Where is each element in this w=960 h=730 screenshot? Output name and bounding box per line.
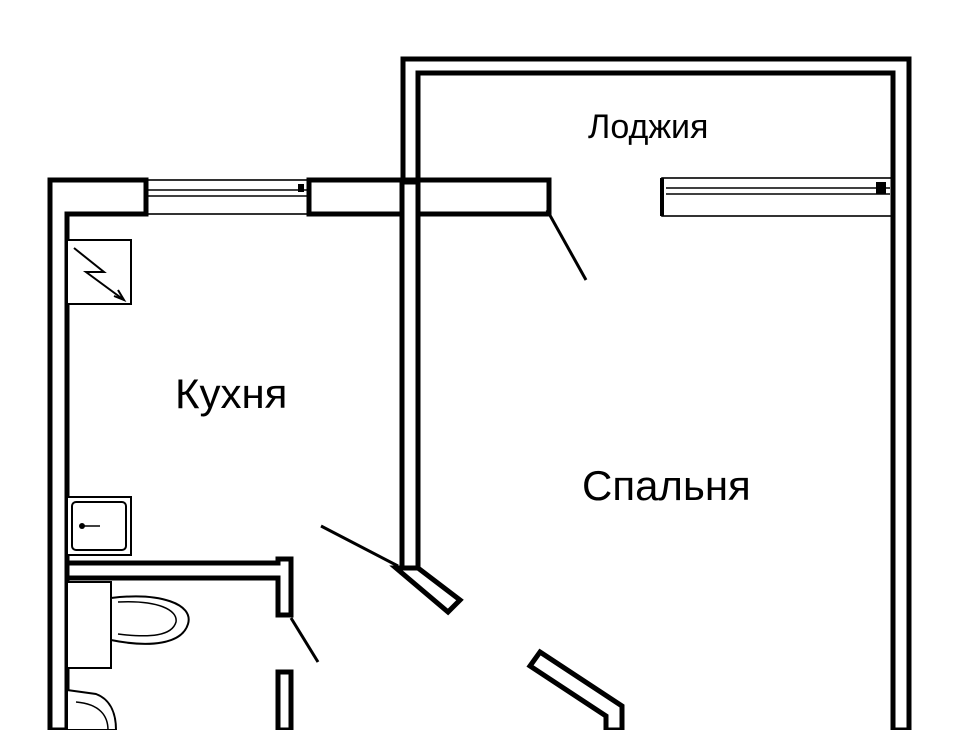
bathroom-door-swing [289,617,320,663]
partition-kitchen-bedroom [389,179,464,616]
loggia-door-swing [545,209,588,281]
bedroom-entry-wall [526,648,625,730]
loggia-walls [400,56,912,730]
sink-icon [66,496,132,556]
bedroom-label: Спальня [582,462,751,509]
bedroom-window [660,177,894,217]
kitchen-label: Кухня [175,370,288,417]
kitchen-door-swing [320,524,399,568]
bathtub-icon [66,688,118,730]
toilet-icon [66,581,190,669]
bathroom-walls [64,556,294,730]
door-swings [289,209,588,663]
electrical-panel-icon [66,239,132,305]
loggia-label: Лоджия [588,108,709,146]
kitchen-window [145,179,310,215]
